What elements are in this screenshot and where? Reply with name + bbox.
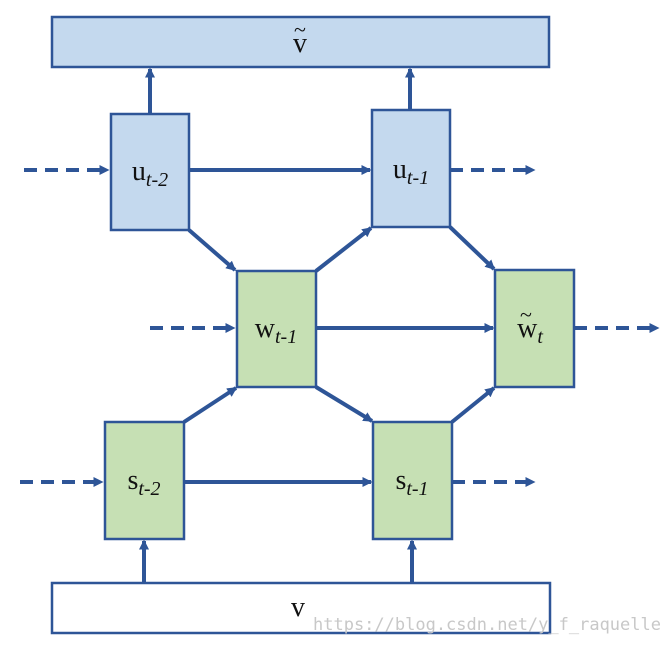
- node-s-t-minus-2: st-2: [103, 420, 186, 541]
- node-s-t-minus-2-label: st-2: [127, 465, 160, 500]
- edge-s-t1-to-w-tilde-t: [450, 386, 496, 424]
- node-w-tilde-t-diacritic: ~: [520, 302, 532, 327]
- node-w-tilde-t: wt ~: [493, 268, 576, 389]
- node-u-t-minus-2-label: ut-2: [132, 156, 168, 191]
- edge-w-t1-to-u-t1: [314, 226, 373, 273]
- node-w-t-minus-1: wt-1: [235, 269, 318, 389]
- node-u-t-minus-1: ut-1: [370, 108, 452, 229]
- node-v-label: v: [291, 592, 305, 623]
- node-u-t-minus-2-box: [109, 112, 191, 232]
- node-w-t-minus-1-label: wt-1: [255, 313, 297, 348]
- node-v: v: [50, 581, 552, 635]
- solid-edges: [139, 67, 496, 582]
- edge-s-t2-to-w-t1: [182, 386, 238, 424]
- node-s-t-minus-1-label: st-1: [395, 465, 428, 500]
- node-v-tilde-box: [50, 15, 551, 69]
- node-v-box: [50, 581, 552, 635]
- node-u-t-minus-1-label: ut-1: [393, 154, 429, 189]
- node-u-t-minus-2: ut-2: [109, 112, 191, 232]
- edge-u-t1-to-w-tilde-t: [448, 225, 496, 271]
- edge-w-t1-to-s-t1: [314, 385, 374, 423]
- node-w-tilde-t-label: wt: [517, 313, 543, 348]
- dashed-edges: [20, 165, 660, 487]
- node-s-t-minus-1-box: [371, 420, 454, 541]
- watermark-text: https://blog.csdn.net/y_f_raquelle: [313, 615, 661, 635]
- edge-u-t2-to-w-t1: [187, 228, 237, 272]
- node-s-t-minus-1: st-1: [371, 420, 454, 541]
- node-v-tilde-label: v: [293, 28, 307, 59]
- node-v-tilde: v ~: [50, 15, 551, 69]
- node-v-tilde-diacritic: ~: [294, 17, 306, 42]
